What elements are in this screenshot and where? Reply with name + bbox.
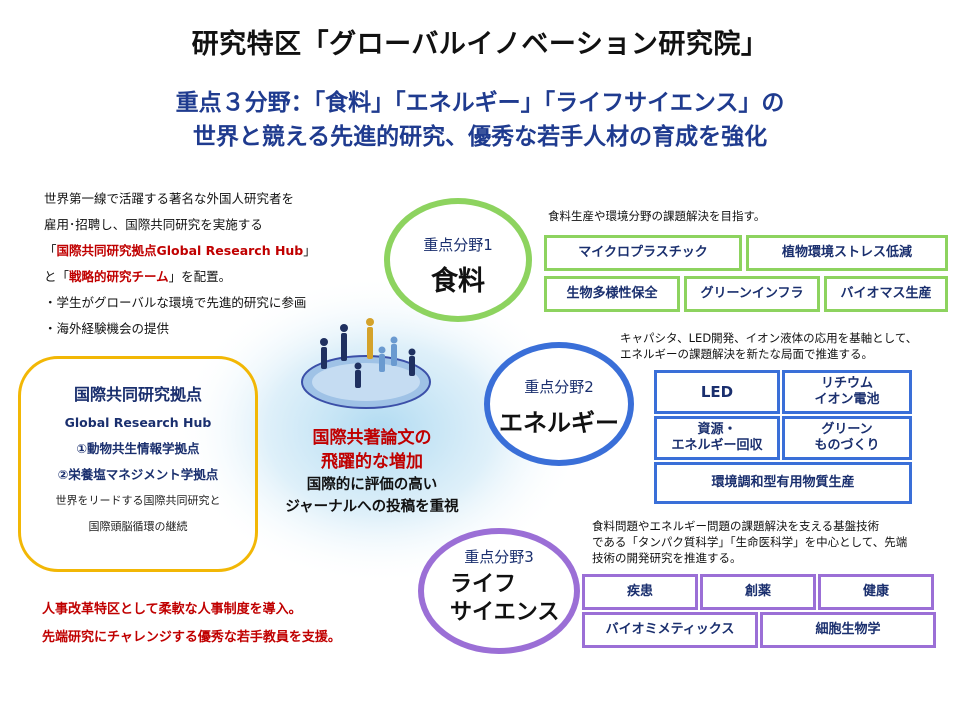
hub-note-1: 世界をリードする国際共同研究と bbox=[55, 494, 221, 507]
field3-box-drug-discovery: 創薬 bbox=[700, 574, 816, 610]
global-research-hub-box bbox=[18, 356, 258, 572]
field2-desc-line-1: キャパシタ、LED開発、イオン液体の応用を基軸として、 bbox=[620, 331, 918, 345]
field1-box-microplastic: マイクロプラスチック bbox=[544, 235, 742, 271]
field3-circle: 重点分野3 ライフ サイエンス bbox=[418, 528, 580, 654]
field1-box-green-infra: グリーンインフラ bbox=[684, 276, 820, 312]
field3-desc: 食料問題やエネルギー問題の課題解決を支える基盤技術 である「タンパク質科学」「生… bbox=[592, 518, 907, 566]
field3-desc-line-3: 技術の開発研究を推進する。 bbox=[592, 551, 742, 565]
intro-line-3-post: 」 bbox=[303, 243, 316, 258]
field2-box-resource-recovery: 資源・ エネルギー回収 bbox=[654, 416, 780, 460]
center-text: 国際共著論文の 飛躍的な増加 国際的に評価の高い ジャーナルへの投稿を重視 bbox=[258, 426, 486, 518]
intro-text: 世界第一線で活躍する著名な外国人研究者を 雇用･招聘し、国際共同研究を実施する … bbox=[44, 186, 384, 342]
researchers-illustration bbox=[301, 318, 431, 409]
field2-box-green-manufacturing: グリーン ものづくり bbox=[782, 416, 912, 460]
field3-box-health: 健康 bbox=[818, 574, 934, 610]
field3-name-2: サイエンス bbox=[450, 600, 560, 625]
field3-box-cell-biology: 細胞生物学 bbox=[760, 612, 936, 648]
global-research-hub-highlight: 国際共同研究拠点Global Research Hub bbox=[56, 243, 304, 258]
field1-circle: 重点分野1 食料 bbox=[384, 198, 532, 322]
intro-line-1: 世界第一線で活躍する著名な外国人研究者を bbox=[44, 191, 295, 206]
bottom-text: 人事改革特区として柔軟な人事制度を導入。 先端研究にチャレンジする優秀な若手教員… bbox=[42, 596, 341, 652]
field2-label: 重点分野2 bbox=[524, 378, 594, 396]
hub-title: 国際共同研究拠点 bbox=[73, 385, 202, 404]
subtitle-line-1: 重点３分野：「食料」「エネルギー」「ライフサイエンス」の bbox=[175, 90, 785, 116]
center-red-line-2: 飛躍的な増加 bbox=[321, 452, 423, 472]
global-research-hub-content: 国際共同研究拠点 Global Research Hub ①動物共生情報学拠点 … bbox=[18, 380, 258, 540]
field2-name: エネルギー bbox=[499, 409, 619, 437]
field2-desc-line-2: エネルギーの課題解決を新たな局面で推進する。 bbox=[620, 347, 873, 361]
hub-item-1: ①動物共生情報学拠点 bbox=[76, 441, 200, 456]
field1-label: 重点分野1 bbox=[423, 236, 493, 254]
intro-line-4-pre: と「 bbox=[44, 269, 70, 284]
field3-box-disease: 疾患 bbox=[582, 574, 698, 610]
bottom-line-1: 人事改革特区として柔軟な人事制度を導入。 bbox=[42, 602, 302, 617]
center-black-line-1: 国際的に評価の高い bbox=[306, 477, 438, 493]
subtitle-line-2: 世界と競える先進的研究、優秀な若手人材の育成を強化 bbox=[192, 124, 768, 150]
bottom-line-2: 先端研究にチャレンジする優秀な若手教員を支援。 bbox=[42, 630, 341, 645]
center-red-line-1: 国際共著論文の bbox=[312, 428, 432, 448]
field3-box-biomimetics: バイオミメティックス bbox=[582, 612, 758, 648]
field1-box-biodiversity: 生物多様性保全 bbox=[544, 276, 680, 312]
field3-desc-line-2: である「タンパク質科学」「生命医科学」を中心として、先端 bbox=[592, 535, 908, 549]
field3-desc-line-1: 食料問題やエネルギー問題の課題解決を支える基盤技術 bbox=[592, 519, 880, 533]
field1-name: 食料 bbox=[431, 266, 485, 297]
intro-line-3: 「国際共同研究拠点Global Research Hub」 bbox=[44, 238, 384, 264]
page-title: 研究特区「グローバルイノベーション研究院」 bbox=[191, 29, 769, 60]
subtitle: 重点３分野：「食料」「エネルギー」「ライフサイエンス」の 世界と競える先進的研究… bbox=[0, 86, 960, 154]
field1-desc: 食料生産や環境分野の課題解決を目指す。 bbox=[548, 209, 766, 223]
field2-box-eco-materials: 環境調和型有用物質生産 bbox=[654, 462, 912, 504]
intro-line-3-pre: 「 bbox=[44, 243, 57, 258]
intro-line-6: ・海外経験機会の提供 bbox=[44, 321, 170, 336]
field2-box-lithium-battery: リチウム イオン電池 bbox=[782, 370, 912, 414]
hub-note-2: 国際頭脳循環の継続 bbox=[88, 520, 188, 533]
strategic-team-highlight: 戦略的研究チーム bbox=[69, 269, 169, 284]
field2-circle: 重点分野2 エネルギー bbox=[484, 342, 634, 466]
field2-box-led: LED bbox=[654, 370, 780, 414]
center-glow bbox=[175, 275, 585, 585]
intro-line-2: 雇用･招聘し、国際共同研究を実施する bbox=[44, 217, 263, 232]
hub-item-2: ②栄養塩マネジメント学拠点 bbox=[57, 467, 219, 482]
intro-line-5: ・学生がグローバルな環境で先進的研究に参画 bbox=[44, 295, 307, 310]
field3-label: 重点分野3 bbox=[464, 548, 534, 566]
intro-line-4-post: 」を配置。 bbox=[168, 269, 232, 284]
field2-desc: キャパシタ、LED開発、イオン液体の応用を基軸として、 エネルギーの課題解決を新… bbox=[620, 330, 917, 362]
field1-box-plant-stress: 植物環境ストレス低減 bbox=[746, 235, 948, 271]
intro-line-4: と「戦略的研究チーム」を配置。 bbox=[44, 264, 384, 290]
field3-name-1: ライフ bbox=[450, 572, 517, 597]
hub-title-en: Global Research Hub bbox=[64, 415, 212, 430]
field1-box-biomass: バイオマス生産 bbox=[824, 276, 948, 312]
center-black-line-2: ジャーナルへの投稿を重視 bbox=[285, 499, 459, 515]
